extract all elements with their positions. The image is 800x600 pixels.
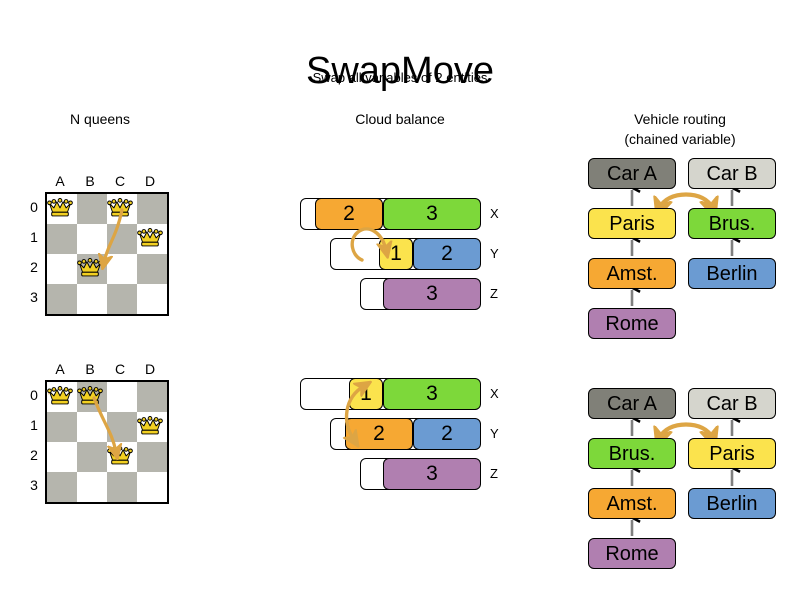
board-cell-B3[interactable] — [77, 472, 107, 502]
board-cell-A2[interactable] — [47, 442, 77, 472]
board-row-label-0: 0 — [30, 199, 38, 215]
section-title-vrp-line1: Vehicle routing — [634, 111, 726, 127]
cloud-process-x-1[interactable]: 3 — [383, 197, 481, 230]
board-cell-B0[interactable] — [77, 194, 107, 224]
cloud-process-y-1[interactable]: 2 — [413, 417, 481, 450]
board-row-label-2: 2 — [30, 259, 38, 275]
vrp-swap-arrow — [660, 422, 712, 439]
board-cell-A3[interactable] — [47, 472, 77, 502]
board-cell-A3[interactable] — [47, 284, 77, 314]
board-cell-A1[interactable] — [47, 224, 77, 254]
board-row-label-3: 3 — [30, 477, 38, 493]
board-row-label-0: 0 — [30, 387, 38, 403]
cloud-computer-label-x: X — [490, 206, 499, 221]
cloud-bar-z[interactable]: 3 — [360, 457, 481, 490]
board-col-label-b: B — [85, 173, 95, 189]
board-col-label-a: A — [55, 173, 65, 189]
page-subtitle: Swap all variables of 2 entities — [312, 70, 488, 85]
board-cell-C3[interactable] — [107, 472, 137, 502]
vrp-right-stop-0[interactable]: Paris — [688, 438, 776, 469]
vrp-left-stop-2[interactable]: Rome — [588, 538, 676, 569]
board-cell-D0[interactable] — [137, 194, 167, 224]
board-cell-A1[interactable] — [47, 412, 77, 442]
board-cell-D2[interactable] — [137, 442, 167, 472]
board-cell-D3[interactable] — [137, 284, 167, 314]
board-row-label-2: 2 — [30, 447, 38, 463]
board-cell-D3[interactable] — [137, 472, 167, 502]
vrp-vehicle-car-a[interactable]: Car A — [588, 158, 676, 189]
vrp-left-stop-2[interactable]: Rome — [588, 308, 676, 339]
cloud-computer-label-z: Z — [490, 286, 498, 301]
board-row-label-3: 3 — [30, 289, 38, 305]
board-col-label-a: A — [55, 361, 65, 377]
board-cell-D2[interactable] — [137, 254, 167, 284]
board-cell-A2[interactable] — [47, 254, 77, 284]
board-col-label-b: B — [85, 361, 95, 377]
vrp-vehicle-car-b[interactable]: Car B — [688, 388, 776, 419]
page-title: SwapMove — [306, 50, 494, 93]
cloud-process-x-1[interactable]: 3 — [383, 377, 481, 410]
cloud-computer-label-y: Y — [490, 426, 499, 441]
vrp-left-stop-1[interactable]: Amst. — [588, 258, 676, 289]
board-col-label-c: C — [114, 361, 126, 377]
vrp-right-stop-0[interactable]: Brus. — [688, 208, 776, 239]
cloud-computer-label-y: Y — [490, 246, 499, 261]
board-cell-B3[interactable] — [77, 284, 107, 314]
cloud-process-z-0[interactable]: 3 — [383, 277, 481, 310]
board-col-label-d: D — [144, 361, 156, 377]
board-col-label-d: D — [144, 173, 156, 189]
cloud-process-x-0[interactable]: 2 — [315, 197, 383, 230]
cloud-computer-label-z: Z — [490, 466, 498, 481]
board-row-label-1: 1 — [30, 229, 38, 245]
board-cell-B1[interactable] — [77, 224, 107, 254]
board-col-label-c: C — [114, 173, 126, 189]
board-cell-D0[interactable] — [137, 382, 167, 412]
section-title-nqueens: N queens — [70, 111, 130, 127]
vrp-vehicle-car-b[interactable]: Car B — [688, 158, 776, 189]
vrp-left-stop-1[interactable]: Amst. — [588, 488, 676, 519]
cloud-bar-z[interactable]: 3 — [360, 277, 481, 310]
vrp-vehicle-car-a[interactable]: Car A — [588, 388, 676, 419]
section-title-cloud: Cloud balance — [355, 111, 445, 127]
board-cell-C3[interactable] — [107, 284, 137, 314]
vrp-left-stop-0[interactable]: Paris — [588, 208, 676, 239]
vrp-right-stop-1[interactable]: Berlin — [688, 488, 776, 519]
vrp-left-stop-0[interactable]: Brus. — [588, 438, 676, 469]
cloud-process-y-1[interactable]: 2 — [413, 237, 481, 270]
cloud-computer-label-x: X — [490, 386, 499, 401]
cloud-process-z-0[interactable]: 3 — [383, 457, 481, 490]
board-row-label-1: 1 — [30, 417, 38, 433]
vrp-right-stop-1[interactable]: Berlin — [688, 258, 776, 289]
section-title-vrp-line2: (chained variable) — [624, 131, 736, 147]
